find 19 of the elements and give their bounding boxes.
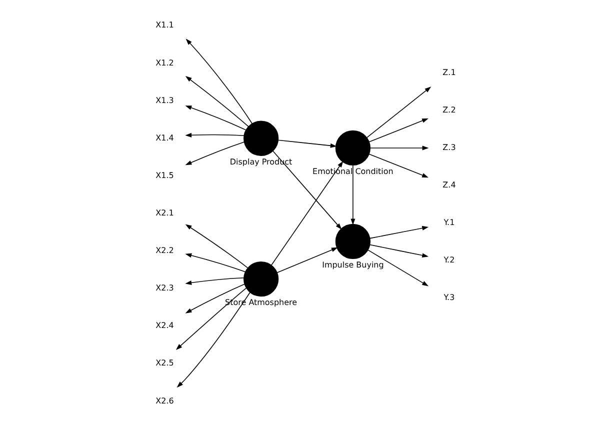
node-text: X2.3 xyxy=(156,284,174,293)
node-text: Y.3 xyxy=(444,293,455,302)
node-text: X2.4 xyxy=(156,321,174,330)
node-text: X2.6 xyxy=(156,396,174,406)
node-text: Y.1 xyxy=(444,218,455,228)
node-text: Z.4 xyxy=(442,180,456,190)
node-text: Z.1 xyxy=(442,68,456,77)
node-text: X1.1 xyxy=(156,20,174,30)
node-text: X2.2 xyxy=(156,246,174,256)
node-text: Y.2 xyxy=(444,256,455,265)
node-text: Z.3 xyxy=(442,142,456,152)
node-text: X1.3 xyxy=(156,96,174,105)
node-label: Impulse Buying xyxy=(322,260,384,270)
node-text: Z.2 xyxy=(442,105,456,114)
node-text: X2.1 xyxy=(156,208,174,218)
node-text: X2.5 xyxy=(156,358,174,368)
node-text: X1.2 xyxy=(156,58,174,68)
node-text: X1.5 xyxy=(156,170,174,180)
node-text: X1.4 xyxy=(156,133,174,142)
